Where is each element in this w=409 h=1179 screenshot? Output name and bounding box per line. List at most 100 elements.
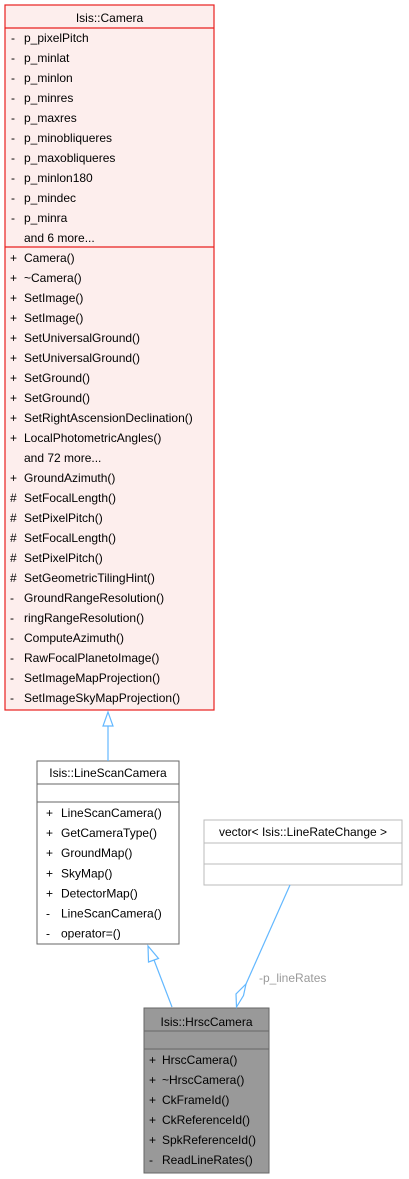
- linescan-method-row: +GroundMap(): [46, 846, 132, 860]
- class-hrsc-name: Isis::HrscCamera: [160, 1015, 252, 1029]
- class-linescan[interactable]: Isis::LineScanCamera +LineScanCamera()+G…: [36, 760, 180, 945]
- camera-attribute-row: -p_maxres: [11, 111, 77, 125]
- camera-method-row: +SetUniversalGround(): [10, 331, 140, 345]
- member-name: p_pixelPitch: [24, 31, 89, 45]
- hrsc-method-row: + ~HrscCamera(): [149, 1073, 244, 1087]
- class-camera-box: [4, 4, 215, 711]
- visibility-marker: -: [46, 927, 50, 941]
- hrsc-method-row: +SpkReferenceId(): [149, 1133, 256, 1147]
- camera-method-row: + SetRightAscensionDeclination(): [10, 411, 193, 425]
- visibility-marker: +: [149, 1073, 156, 1087]
- camera-attribute-row: -p_mindec: [11, 191, 76, 205]
- member-name: p_minlon: [24, 71, 73, 85]
- class-hrsc-methods: +HrscCamera() + ~HrscCamera()+ CkFrameId() +…: [149, 1053, 256, 1167]
- camera-attribute-row: -p_minres: [11, 91, 73, 105]
- visibility-marker: +: [46, 826, 53, 840]
- member-name: ringRangeResolution(): [24, 611, 144, 625]
- visibility-marker: -: [10, 691, 14, 705]
- member-name: CkFrameId(): [162, 1093, 229, 1107]
- edge-linescan-inherits-camera: [102, 710, 114, 761]
- camera-method-row: +~Camera(): [10, 271, 82, 285]
- visibility-marker: #: [10, 571, 17, 585]
- visibility-marker: -: [11, 191, 15, 205]
- visibility-marker: +: [10, 271, 17, 285]
- class-camera[interactable]: Isis::Camera -p_pixelPitch-p_minlat-p_mi…: [4, 4, 215, 711]
- visibility-marker: +: [10, 391, 17, 405]
- member-name: ~HrscCamera(): [162, 1073, 244, 1087]
- member-name: SetPixelPitch(): [24, 511, 103, 525]
- visibility-marker: -: [11, 91, 15, 105]
- camera-method-row: -RawFocalPlanetoImage(): [10, 651, 159, 665]
- member-name: SetUniversalGround(): [24, 331, 140, 345]
- camera-attribute-row: -p_minra: [11, 211, 68, 225]
- class-hrsc[interactable]: Isis::HrscCamera +HrscCamera()+ ~HrscCame…: [143, 1007, 270, 1174]
- camera-attribute-row: and 6 more...: [24, 231, 95, 245]
- camera-method-row: #SetPixelPitch(): [10, 551, 103, 565]
- visibility-marker: +: [46, 806, 53, 820]
- visibility-marker: #: [10, 531, 17, 545]
- edge-line: [153, 959, 173, 1008]
- visibility-marker: +: [10, 471, 17, 485]
- camera-attribute-row: -p_pixelPitch: [11, 31, 89, 45]
- class-camera-methods: +Camera()+~Camera()+SetImage()+SetImage(…: [10, 251, 193, 705]
- camera-method-row: -GroundRangeResolution(): [10, 591, 164, 605]
- visibility-marker: #: [10, 551, 17, 565]
- member-name: LocalPhotometricAngles(): [24, 431, 161, 445]
- visibility-marker: +: [10, 431, 17, 445]
- camera-method-row: #SetFocalLength(): [10, 491, 116, 505]
- member-name: ComputeAzimuth(): [24, 631, 124, 645]
- member-name: CkReferenceId(): [162, 1113, 250, 1127]
- linescan-method-row: +LineScanCamera(): [46, 806, 162, 820]
- visibility-marker: +: [46, 846, 53, 860]
- camera-attribute-row: -p_minlon180: [11, 171, 93, 185]
- hrsc-method-row: +HrscCamera(): [149, 1053, 237, 1067]
- member-name: SetFocalLength(): [24, 531, 116, 545]
- member-name: SetGround(): [24, 391, 90, 405]
- edge-hrsc-inherits-linescan: [147, 944, 173, 1008]
- visibility-marker: +: [10, 291, 17, 305]
- member-name: GroundRangeResolution(): [24, 591, 164, 605]
- linescan-method-row: +SkyMap(): [46, 866, 112, 880]
- member-name: p_maxobliqueres: [24, 151, 115, 165]
- visibility-marker: -: [11, 151, 15, 165]
- camera-method-row: +SetImage(): [10, 311, 83, 325]
- class-camera-attributes: -p_pixelPitch-p_minlat-p_minlon-p_minres…: [11, 31, 115, 245]
- aggregation-diamond-icon: [235, 982, 248, 1010]
- member-name: SetGround(): [24, 371, 90, 385]
- class-hrsc-box: [143, 1007, 270, 1174]
- member-name: SetRightAscensionDeclination(): [24, 411, 193, 425]
- visibility-marker: #: [10, 491, 17, 505]
- camera-method-row: +SetImage(): [10, 291, 83, 305]
- inheritance-arrowhead-icon: [102, 710, 114, 727]
- member-name: SpkReferenceId(): [162, 1133, 256, 1147]
- visibility-marker: -: [11, 211, 15, 225]
- member-name: GetCameraType(): [61, 826, 157, 840]
- member-name: Camera(): [24, 251, 75, 265]
- linescan-method-row: + GetCameraType(): [46, 826, 157, 840]
- member-name: p_minobliqueres: [24, 131, 112, 145]
- camera-method-row: +Camera(): [10, 251, 75, 265]
- member-name: DetectorMap(): [61, 886, 138, 900]
- camera-method-row: -ringRangeResolution(): [10, 611, 144, 625]
- visibility-marker: +: [10, 411, 17, 425]
- visibility-marker: -: [10, 631, 14, 645]
- member-name: p_maxres: [24, 111, 77, 125]
- camera-method-row: # SetPixelPitch(): [10, 511, 103, 525]
- camera-method-row: -SetImageSkyMapProjection(): [10, 691, 180, 705]
- hrsc-method-row: -ReadLineRates(): [149, 1153, 253, 1167]
- camera-method-row: +SetGround(): [10, 371, 90, 385]
- visibility-marker: #: [10, 511, 17, 525]
- camera-method-row: # SetGeometricTilingHint(): [10, 571, 155, 585]
- visibility-marker: +: [10, 351, 17, 365]
- visibility-marker: -: [11, 71, 15, 85]
- camera-attribute-row: -p_minobliqueres: [11, 131, 112, 145]
- camera-method-row: + SetGround(): [10, 391, 90, 405]
- member-name: SetGeometricTilingHint(): [24, 571, 155, 585]
- visibility-marker: +: [46, 866, 53, 880]
- member-name: SetImageSkyMapProjection(): [24, 691, 180, 705]
- class-vector[interactable]: vector< Isis::LineRateChange >: [203, 819, 403, 886]
- member-name: p_minlat: [24, 51, 70, 65]
- member-name: SetUniversalGround(): [24, 351, 140, 365]
- camera-method-row: # SetFocalLength(): [10, 531, 116, 545]
- member-name: HrscCamera(): [162, 1053, 237, 1067]
